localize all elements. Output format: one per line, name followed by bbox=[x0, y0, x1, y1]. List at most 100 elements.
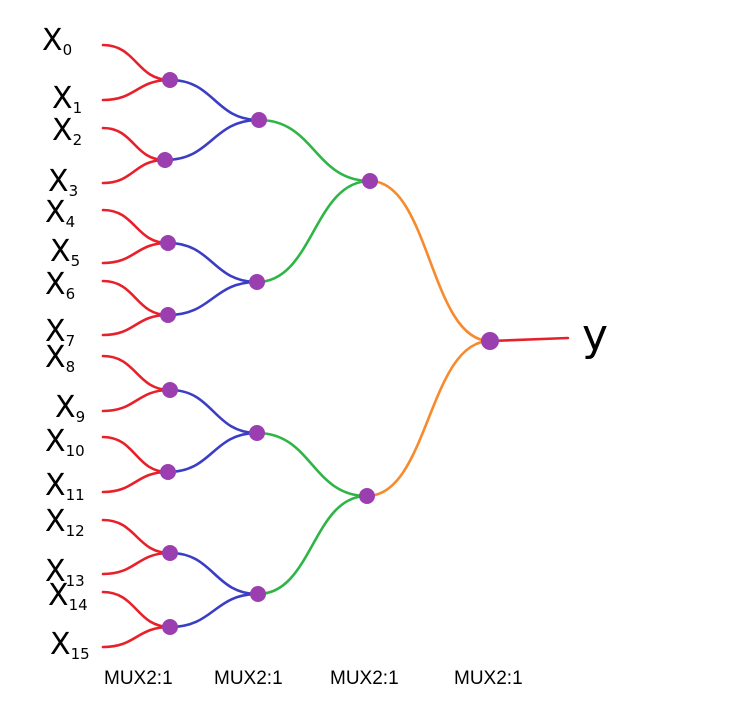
input-label-x1: X1 bbox=[52, 81, 82, 117]
input-label-x13: X13 bbox=[45, 554, 85, 590]
input-label-subscript: 8 bbox=[66, 358, 76, 376]
mux-nodes bbox=[157, 72, 499, 635]
input-wire-0 bbox=[101, 43, 172, 82]
mux-node-l1-4 bbox=[162, 382, 178, 398]
stage2-wire-3 bbox=[166, 280, 259, 317]
mux-node-l3-1 bbox=[359, 488, 375, 504]
input-wire-5 bbox=[101, 241, 170, 265]
input-label-subscript: 11 bbox=[66, 486, 85, 504]
input-label-base: X bbox=[42, 23, 63, 58]
stage2-wire-2 bbox=[166, 241, 259, 284]
input-label-subscript: 12 bbox=[66, 522, 85, 540]
input-wire-15 bbox=[101, 625, 172, 649]
stage4-wire-0 bbox=[368, 179, 492, 343]
input-label-subscript: 10 bbox=[66, 442, 85, 460]
wires bbox=[101, 43, 570, 649]
stage-label-2: MUX2:1 bbox=[214, 668, 283, 689]
stage3-wire-0 bbox=[257, 118, 372, 183]
input-label-x8: X8 bbox=[45, 340, 75, 376]
mux-node-l2-3 bbox=[250, 586, 266, 602]
mux-node-l1-0 bbox=[162, 72, 178, 88]
input-label-subscript: 3 bbox=[69, 182, 79, 200]
input-label-subscript: 13 bbox=[66, 572, 85, 590]
input-wire-3 bbox=[101, 158, 167, 185]
input-label-base: X bbox=[45, 267, 66, 302]
input-label-x12: X12 bbox=[45, 504, 85, 540]
input-wire-14 bbox=[101, 590, 172, 629]
mux-node-l4-0 bbox=[481, 332, 499, 350]
input-label-base: X bbox=[48, 578, 69, 613]
input-label-base: X bbox=[45, 554, 66, 589]
stage-label-4: MUX2:1 bbox=[454, 668, 523, 689]
mux-node-l2-2 bbox=[249, 425, 265, 441]
mux-node-l1-7 bbox=[162, 619, 178, 635]
input-label-x4: X4 bbox=[45, 195, 75, 231]
output-wire bbox=[488, 336, 570, 343]
mux-node-l1-1 bbox=[157, 152, 173, 168]
input-label-x15: X15 bbox=[50, 627, 90, 663]
input-wire-12 bbox=[101, 518, 172, 555]
stage3-wire-3 bbox=[256, 494, 369, 596]
input-wire-8 bbox=[101, 354, 172, 392]
input-label-base: X bbox=[45, 195, 66, 230]
input-label-x7: X7 bbox=[45, 314, 75, 350]
input-label-subscript: 7 bbox=[66, 332, 76, 350]
mux-node-l1-3 bbox=[160, 307, 176, 323]
input-label-subscript: 5 bbox=[71, 252, 81, 270]
input-label-base: X bbox=[50, 627, 71, 662]
input-label-base: X bbox=[45, 504, 66, 539]
input-label-subscript: 9 bbox=[76, 408, 86, 426]
input-label-subscript: 14 bbox=[69, 596, 88, 614]
input-label-base: X bbox=[50, 234, 71, 269]
input-label-base: X bbox=[55, 390, 76, 425]
input-label-x9: X9 bbox=[55, 390, 85, 426]
output-label-y: y bbox=[582, 310, 608, 361]
input-label-x2: X2 bbox=[52, 113, 82, 149]
stage3-wire-1 bbox=[255, 179, 372, 284]
input-label-subscript: 4 bbox=[66, 213, 76, 231]
stage2-wire-7 bbox=[168, 592, 260, 629]
input-label-x6: X6 bbox=[45, 267, 75, 303]
input-wire-10 bbox=[101, 435, 170, 474]
input-label-base: X bbox=[48, 164, 69, 199]
input-wire-13 bbox=[101, 551, 172, 576]
input-label-subscript: 15 bbox=[71, 645, 90, 663]
mux-node-l3-0 bbox=[362, 173, 378, 189]
input-wire-11 bbox=[101, 470, 170, 494]
input-label-x5: X5 bbox=[50, 234, 80, 270]
stage4-wire-1 bbox=[365, 339, 492, 498]
input-label-x0: X0 bbox=[42, 23, 72, 59]
input-label-base: X bbox=[52, 81, 73, 116]
input-wire-2 bbox=[101, 126, 167, 162]
input-label-x11: X11 bbox=[45, 468, 85, 504]
stage3-wire-2 bbox=[255, 431, 369, 498]
input-label-base: X bbox=[52, 113, 73, 148]
stage-label-3: MUX2:1 bbox=[330, 668, 399, 689]
input-wire-9 bbox=[101, 388, 172, 413]
stage2-wire-4 bbox=[168, 388, 259, 435]
input-wire-7 bbox=[101, 313, 170, 337]
input-label-base: X bbox=[45, 424, 66, 459]
input-label-x3: X3 bbox=[48, 164, 78, 200]
input-label-base: X bbox=[45, 340, 66, 375]
input-label-base: X bbox=[45, 314, 66, 349]
input-label-base: X bbox=[45, 468, 66, 503]
input-label-x14: X14 bbox=[48, 578, 88, 614]
stage2-wire-6 bbox=[168, 551, 260, 596]
mux-node-l1-5 bbox=[160, 464, 176, 480]
stage2-wire-0 bbox=[168, 78, 261, 122]
input-wire-4 bbox=[101, 208, 170, 245]
input-label-x10: X10 bbox=[45, 424, 85, 460]
stage2-wire-5 bbox=[166, 431, 259, 474]
input-label-subscript: 0 bbox=[63, 41, 73, 59]
mux-node-l2-1 bbox=[249, 274, 265, 290]
input-wire-6 bbox=[101, 279, 170, 317]
mux-node-l1-2 bbox=[160, 235, 176, 251]
mux-node-l2-0 bbox=[251, 112, 267, 128]
mux-node-l1-6 bbox=[162, 545, 178, 561]
stage2-wire-1 bbox=[163, 118, 261, 162]
stage-label-1: MUX2:1 bbox=[104, 668, 173, 689]
input-label-subscript: 2 bbox=[73, 131, 83, 149]
